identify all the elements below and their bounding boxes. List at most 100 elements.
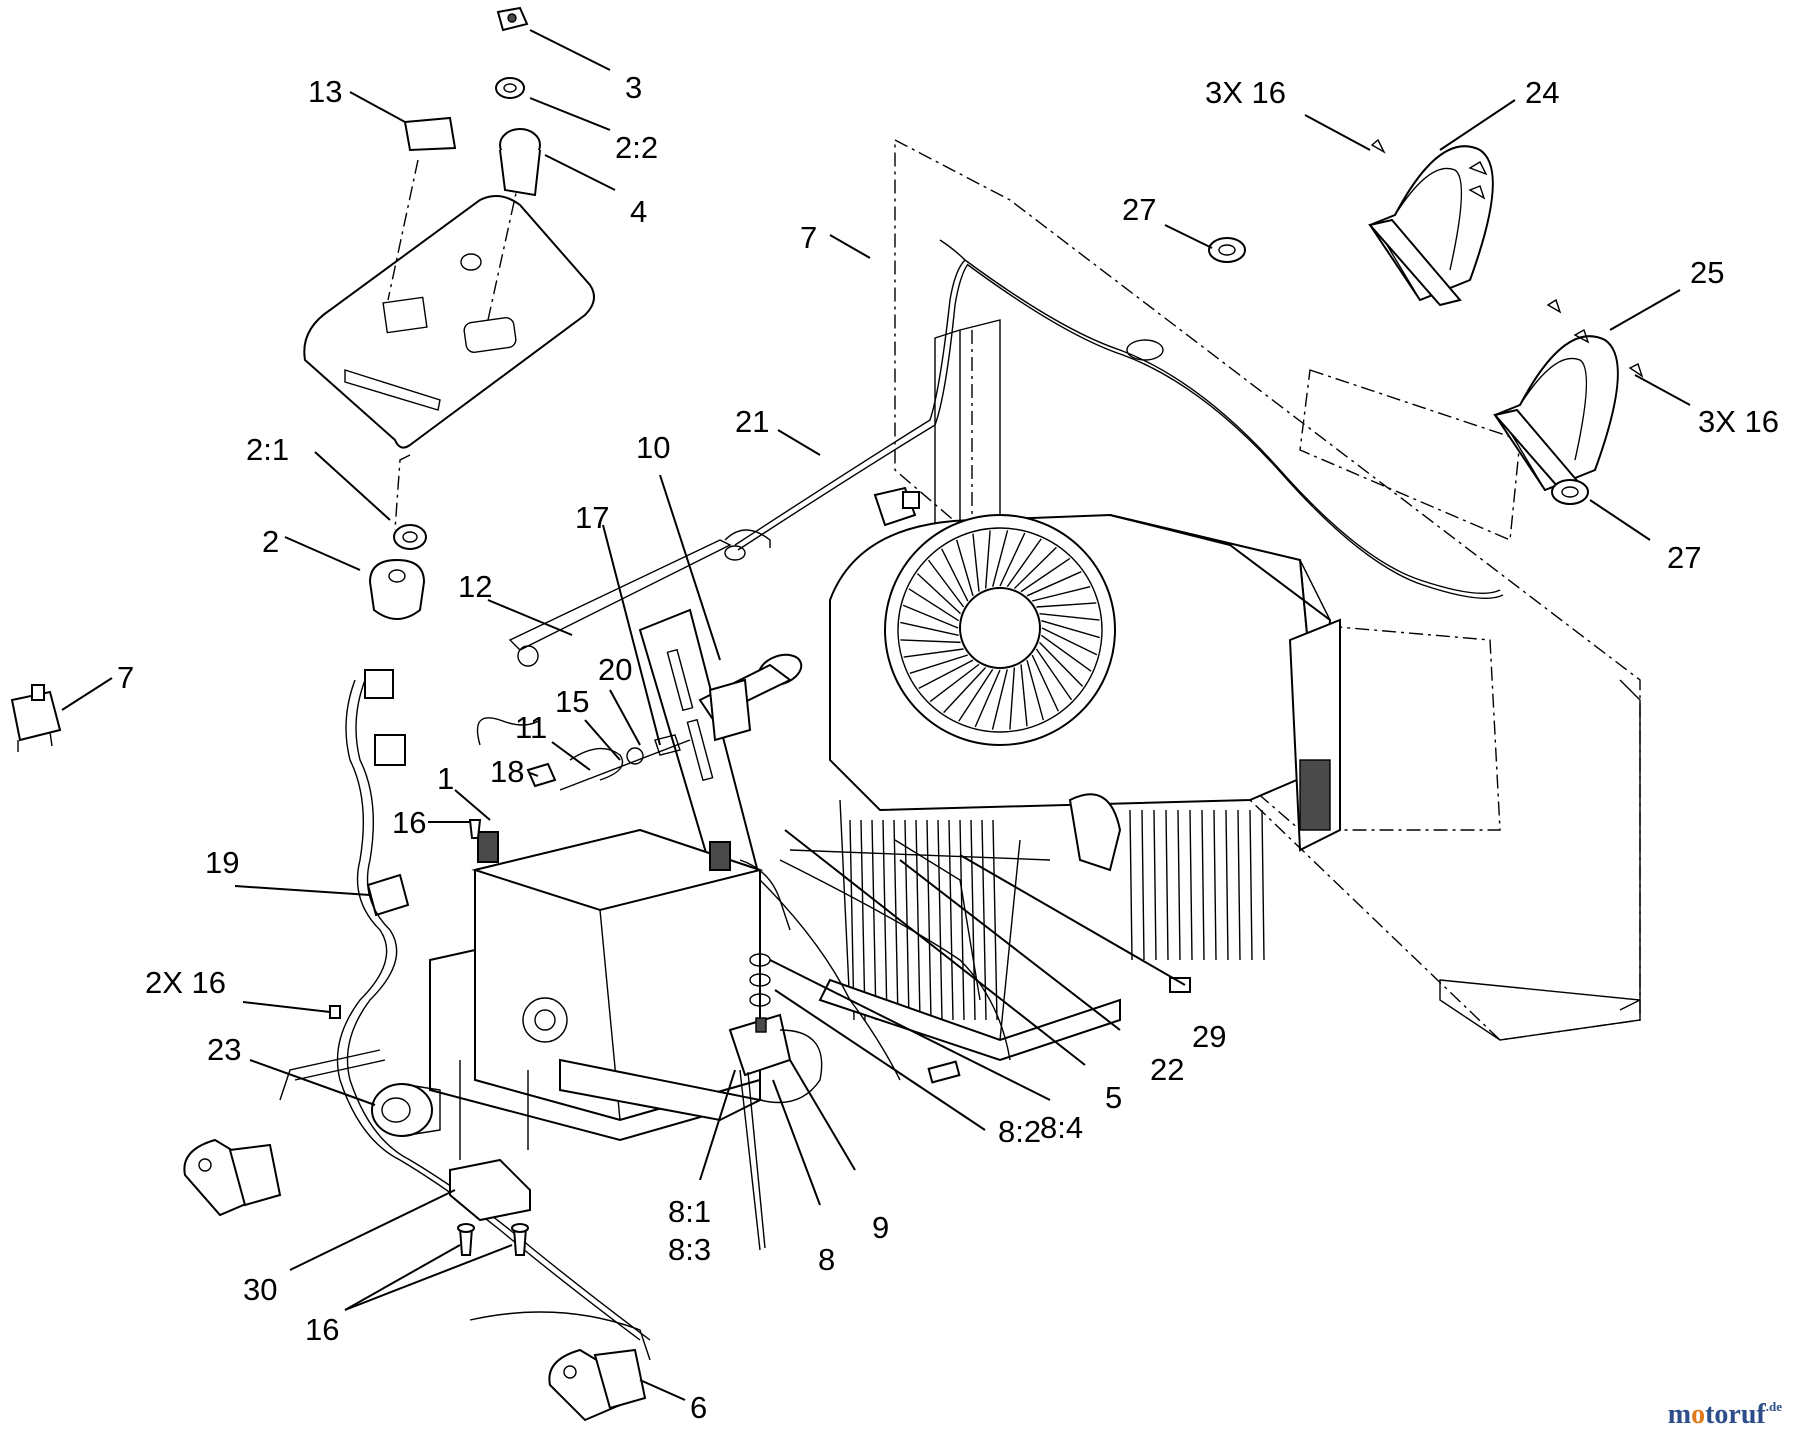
air-intake-chute-lower <box>1493 335 1619 497</box>
fan-blade <box>1026 571 1082 597</box>
callout-label: 17 <box>575 500 609 535</box>
engine <box>818 513 1341 1062</box>
callout-label: 22 <box>1150 1052 1184 1087</box>
fan-blade <box>1020 557 1071 593</box>
fan-blade <box>1026 659 1045 721</box>
battery <box>471 828 791 1122</box>
air-intake-chute-upper <box>1368 145 1494 307</box>
cylinder-fins <box>849 809 1265 1021</box>
cylinder-fin <box>915 819 921 1021</box>
plunger-switch-left <box>10 684 62 752</box>
cylinder-fin <box>1153 809 1157 961</box>
cylinder-fin <box>992 819 998 1021</box>
callout-label: 16 <box>305 1312 339 1347</box>
callout-label: 20 <box>598 652 632 687</box>
callout-label: 19 <box>205 845 239 880</box>
cylinder-fin <box>1165 809 1169 961</box>
watermark-suffix: .de <box>1765 1399 1782 1414</box>
fan-blade <box>974 669 1001 728</box>
callout-label: 13 <box>308 74 342 109</box>
callout-label: 29 <box>1192 1019 1226 1054</box>
key-switch <box>499 128 541 197</box>
cylinder-fin <box>948 819 954 1021</box>
fan-blade <box>955 539 974 597</box>
callout-label: 11 <box>515 710 547 745</box>
callout-label: 12 <box>458 569 492 604</box>
fan-blade <box>941 548 969 602</box>
cylinder-fin <box>1261 809 1265 961</box>
fan-blade <box>927 559 965 608</box>
grommet-upper <box>1208 237 1246 263</box>
callout-label: 23 <box>207 1032 241 1067</box>
fan-blade <box>1013 546 1057 590</box>
callout-label: 15 <box>555 684 589 719</box>
callout-label: 27 <box>1667 540 1701 575</box>
cylinder-fin <box>959 819 965 1021</box>
callout-label: 24 <box>1525 75 1559 110</box>
frame-bracket <box>934 319 1001 542</box>
grommet-lower <box>1551 479 1589 505</box>
callout-label: 5 <box>1105 1080 1122 1115</box>
fan-blade <box>972 533 980 592</box>
key-cap <box>496 6 529 32</box>
starter-solenoid <box>728 953 823 1251</box>
washer <box>393 524 427 550</box>
callout-label: 27 <box>1122 192 1156 227</box>
callout-label: 3X 16 <box>1698 404 1779 439</box>
callout-label: 10 <box>636 430 670 465</box>
fan-blade <box>1038 641 1084 687</box>
fan-blade <box>903 648 964 658</box>
callout-label: 8:3 <box>668 1232 711 1267</box>
chute-screws <box>1370 138 1644 378</box>
callout-label: 3X 16 <box>1205 75 1286 110</box>
fan-blade <box>1040 634 1092 672</box>
callout-label: 18 <box>490 754 524 789</box>
cylinder-fin <box>1201 809 1205 961</box>
fan-blade <box>908 588 960 622</box>
harness-wire-21 <box>734 239 1504 599</box>
fan-blade <box>943 666 987 714</box>
callout-label: 9 <box>872 1210 889 1245</box>
fan-blade <box>992 530 1009 587</box>
fan-blade <box>958 668 994 722</box>
plunger-switch-top <box>873 486 920 527</box>
fan-blade <box>909 654 969 674</box>
callout-label: 1 <box>437 761 454 796</box>
fan-blade <box>1035 648 1073 701</box>
fan-blade <box>984 530 991 589</box>
cylinder-fin <box>1141 809 1145 961</box>
cylinder-fin <box>1177 809 1181 961</box>
fan-blade <box>916 573 962 615</box>
fan-blade <box>999 532 1026 587</box>
cylinder-fin <box>1237 809 1241 961</box>
fan-blades <box>900 530 1100 730</box>
callout-label: 6 <box>690 1390 707 1425</box>
fan-blade <box>1041 620 1100 639</box>
callout-label: 2X 16 <box>145 965 226 1000</box>
fan-blade <box>918 659 974 689</box>
fan-blade <box>1020 664 1028 727</box>
cylinder-fin <box>937 819 943 1021</box>
callout-label: 25 <box>1690 255 1724 290</box>
throttle-knob <box>698 653 803 742</box>
fan-blade <box>991 669 1008 730</box>
knob <box>368 558 426 620</box>
callout-label: 7 <box>117 660 134 695</box>
watermark-accent: o <box>1691 1399 1706 1430</box>
callout-label: 7 <box>800 220 817 255</box>
fan-blade <box>1032 585 1091 602</box>
hour-meter <box>371 1083 441 1137</box>
cylinder-fin <box>871 819 877 1021</box>
leader-lines <box>61 29 1691 1401</box>
fan-blade <box>902 604 959 629</box>
callout-label: 3 <box>625 70 642 105</box>
callout-labels: 3 2:2 4 13 2:1 2 7 7 21 10 17 12 20 15 1… <box>117 70 1779 1425</box>
callout-label: 21 <box>735 404 769 439</box>
cylinder-fin <box>849 819 855 1021</box>
mounting-plate <box>303 195 595 449</box>
fan-blade <box>929 663 980 703</box>
callout-label: 8:1 <box>668 1194 711 1229</box>
fan-blade <box>1041 627 1098 656</box>
throttle-rod <box>476 529 771 746</box>
